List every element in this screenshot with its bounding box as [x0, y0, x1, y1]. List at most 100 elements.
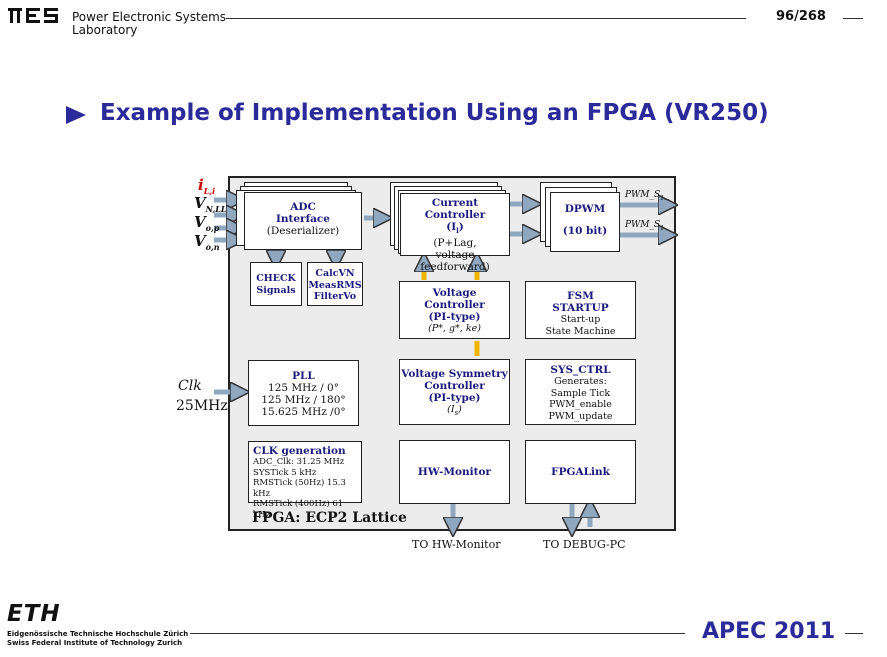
voltage-l2: Controller	[424, 299, 485, 311]
vsym-l4: (Is)	[400, 404, 509, 419]
to-hw-monitor-label: TO HW-Monitor	[412, 538, 501, 551]
input-vn-sym: V	[194, 194, 206, 212]
fpga-label: FPGA: ECP2 Lattice	[252, 510, 407, 526]
hwmon-label: HW-Monitor	[417, 466, 492, 478]
current-controller-block: Current Controller (Il) (P+Lag, voltage …	[400, 193, 510, 273]
voltage-l1: Voltage	[432, 287, 477, 299]
pwm-out1-text: PWM_S	[625, 190, 661, 200]
clkgen-l1: CLK generation	[253, 445, 346, 457]
input-vop-sym: V	[194, 213, 206, 231]
page-number: 96/268	[776, 9, 826, 24]
eth-logo: ETH	[7, 601, 61, 627]
clkgen-l4: RMSTick (50Hz) 15.3 kHz	[253, 478, 346, 499]
current-l2: Controller	[424, 209, 486, 221]
vsym-l4a: (I	[447, 404, 455, 415]
fsm-l1: FSM	[567, 290, 594, 302]
sysctrl-l3: Sample Tick	[550, 387, 611, 399]
input-i-sub: L,i	[203, 186, 216, 196]
input-von-label: Vo,n	[194, 232, 220, 252]
hw-monitor-block: HW-Monitor	[399, 440, 510, 504]
header-rule-end	[843, 18, 863, 19]
lab-name: Power Electronic Systems Laboratory	[72, 11, 226, 37]
eth-line1: Eidgenössische Technische Hochschule Zür…	[7, 630, 189, 638]
current-l5: voltage feedforward)	[420, 249, 490, 274]
sysctrl-l4: PWM_enable	[549, 399, 612, 410]
current-l3sub: l	[456, 226, 459, 236]
pll-block: PLL 125 MHz / 0° 125 MHz / 180° 15.625 M…	[248, 360, 359, 426]
vsym-l4sub: s	[454, 408, 459, 417]
pll-l3: 125 MHz / 180°	[261, 394, 346, 406]
sys-ctrl-block: SYS_CTRL Generates: Sample Tick PWM_enab…	[525, 359, 636, 425]
lab-name-line2: Laboratory	[72, 23, 138, 37]
clk-label: Clk	[178, 378, 202, 394]
input-vop-label: Vo,p	[194, 213, 219, 233]
fpgalink-label: FPGALink	[551, 466, 610, 478]
pwm-out2-sub: 1	[660, 224, 665, 232]
apec-logo: APEC 2011	[702, 619, 836, 644]
vsym-l1: Voltage Symmetry	[401, 368, 508, 380]
input-vn-label: VN,LL	[194, 194, 226, 214]
voltage-l3: (PI-type)	[428, 311, 481, 323]
voltage-l4: (P*, g*, ke)	[428, 323, 481, 334]
pwm-out1-label: PWM_S1...	[625, 190, 670, 202]
header-rule	[226, 18, 746, 19]
pll-l2: 125 MHz / 0°	[268, 382, 339, 394]
adc-sub: (Deserializer)	[266, 225, 340, 237]
pwm-out2-text: PWM_S	[625, 220, 661, 230]
sysctrl-l5: PWM_update	[548, 410, 613, 422]
check-signals-block: CHECK Signals	[250, 262, 302, 306]
clkgen-l3: SYSTick 5 kHz	[253, 467, 317, 478]
input-i-sym: i	[198, 176, 204, 194]
input-von-sub: o,n	[205, 242, 220, 252]
voltage-symmetry-block: Voltage Symmetry Controller (PI-type) (I…	[399, 359, 510, 425]
fsm-l3: Start-up	[560, 314, 601, 325]
pwm-out1-sub: 1...	[660, 194, 670, 202]
calc-l3: FilterVo	[313, 291, 357, 302]
calc-block: CalcVN MeasRMS FilterVo	[307, 262, 363, 306]
pwm-out2-label: PWM_S1	[625, 220, 664, 232]
title-arrow-icon	[66, 106, 86, 124]
sysctrl-l1: SYS_CTRL	[550, 364, 611, 376]
slide-title: Example of Implementation Using an FPGA …	[100, 100, 769, 126]
lab-name-line1: Power Electronic Systems	[72, 10, 227, 24]
current-l3a: (I	[446, 221, 457, 233]
adc-title1: ADC	[290, 201, 316, 213]
adc-interface-block: ADC Interface (Deserializer)	[244, 192, 362, 250]
current-l3: (Il)	[401, 221, 509, 237]
input-i-label: iL,i	[198, 176, 215, 196]
clk-freq-label: 25MHz	[176, 398, 228, 414]
dpwm-l1: DPWM	[564, 203, 606, 215]
vsym-l3: (PI-type)	[428, 392, 481, 404]
check-l1: CHECK	[256, 273, 296, 284]
adc-title2: Interface	[275, 213, 330, 225]
eth-text: Eidgenössische Technische Hochschule Zür…	[7, 630, 188, 648]
voltage-controller-block: Voltage Controller (PI-type) (P*, g*, ke…	[399, 281, 510, 339]
fsm-startup-block: FSM STARTUP Start-up State Machine	[525, 281, 636, 339]
pll-l1: PLL	[292, 370, 315, 382]
input-von-sym: V	[194, 232, 206, 250]
sysctrl-l2: Generates:	[554, 376, 607, 387]
to-debug-pc-label: TO DEBUG-PC	[543, 538, 626, 551]
calc-l1: CalcVN	[315, 268, 355, 279]
dpwm-block: DPWM (10 bit)	[550, 192, 620, 252]
fsm-l4: State Machine	[545, 326, 616, 337]
input-vop-sub: o,p	[205, 223, 220, 233]
current-l3end: )	[458, 221, 464, 233]
dpwm-l2: (10 bit)	[562, 225, 608, 237]
check-l2: Signals	[256, 284, 296, 296]
clkgen-l5: RMSTick (400Hz) 61 kHz	[253, 499, 344, 520]
fsm-l2: STARTUP	[552, 302, 609, 314]
clk-generation-block: CLK generation ADC_Clk: 31.25 MHz SYSTic…	[248, 441, 362, 520]
pes-logo	[8, 8, 62, 34]
footer-rule-end	[845, 633, 863, 634]
footer-rule	[190, 633, 685, 634]
calc-l2: MeasRMS	[308, 279, 362, 291]
vsym-l4end: )	[458, 404, 462, 415]
current-l4: (P+Lag,	[433, 237, 477, 250]
pll-l4: 15.625 MHz /0°	[261, 406, 346, 418]
eth-line2: Swiss Federal Institute of Technology Zu…	[7, 639, 183, 647]
fpgalink-block: FPGALink	[525, 440, 636, 504]
input-vn-sub: N,LL	[205, 204, 227, 214]
current-l1: Current	[431, 197, 479, 209]
